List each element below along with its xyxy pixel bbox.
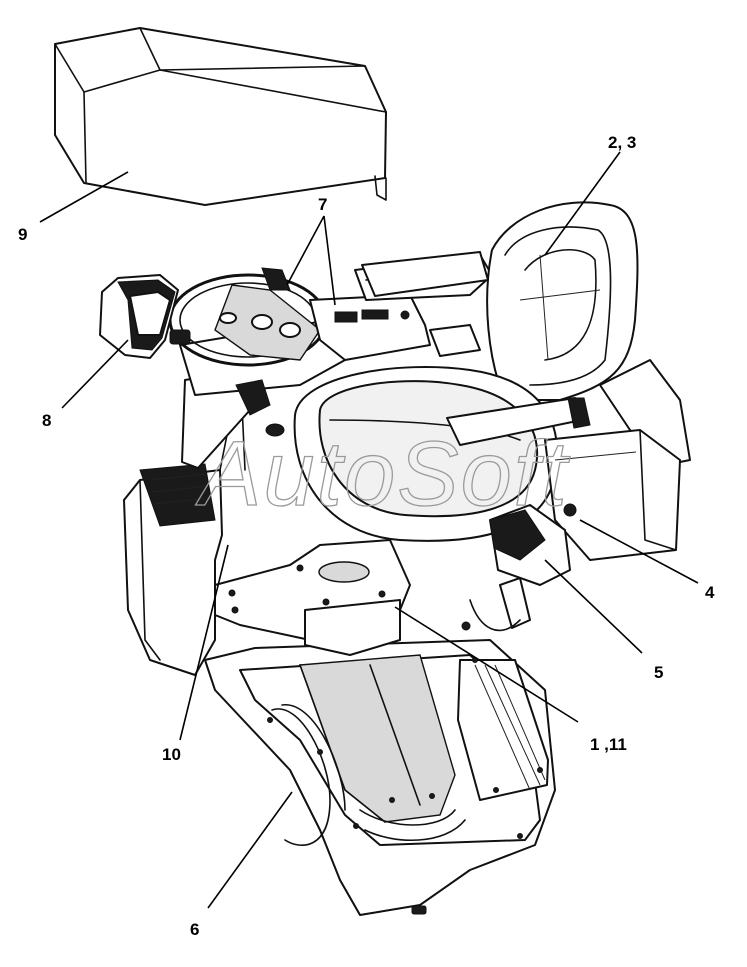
platform-plate [186,539,411,656]
cover-part-9 [54,27,387,206]
floor-pan-assembly [204,639,556,916]
callout-4: 4 [705,583,715,602]
callout-5: 5 [654,663,663,682]
callout-labels: 9 2, 3 7 8 4 5 1 ,11 10 6 [18,133,715,939]
display-unit-part-8 [99,274,191,359]
callout-8: 8 [42,411,51,430]
callout-9: 9 [18,225,27,244]
callout-10: 10 [162,745,181,764]
watermark-text: AutoSoft [195,423,570,525]
right-side-housing-part-4 [544,429,681,561]
callout-7: 7 [318,195,327,214]
callout-2-3: 2, 3 [608,133,636,152]
callout-6: 6 [190,920,199,939]
leader-lines [39,151,699,909]
seat-cushion [293,251,591,542]
callout-1-11: 1 ,11 [590,735,627,754]
seat-backrest-part-2-3 [486,201,691,466]
left-console-housing-part-10 [123,369,251,676]
